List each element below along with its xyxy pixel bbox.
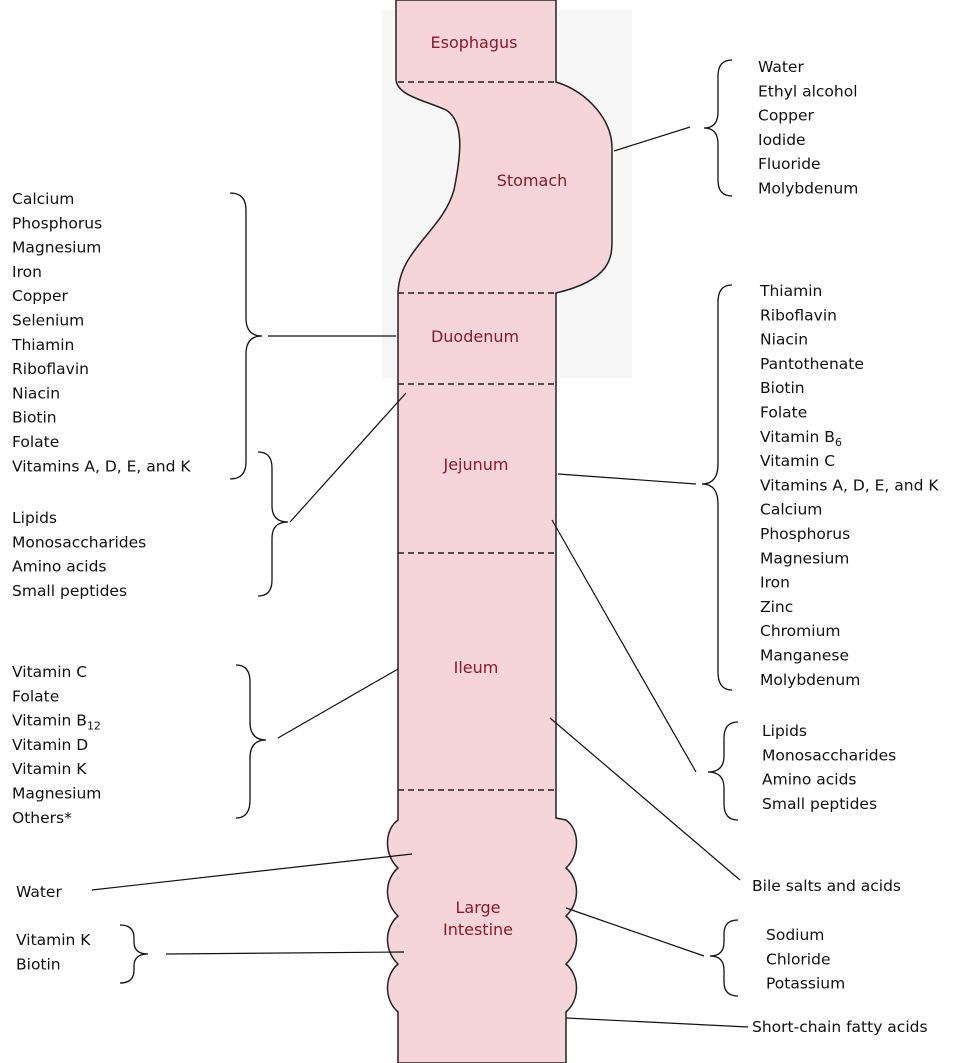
upper-macro-right-item: Monosaccharides xyxy=(762,746,896,764)
leader-upper-macro-right xyxy=(552,520,696,772)
large-left-vitamins-item: Vitamin K xyxy=(16,931,91,949)
nutrients-large-left-water-list: Water xyxy=(16,883,62,901)
jejunum-item: Niacin xyxy=(760,331,808,349)
nutrients-bile-list: Bile salts and acids xyxy=(752,877,901,895)
duodenum-item: Niacin xyxy=(12,384,60,402)
segment-label-jejunum: Jejunum xyxy=(442,455,508,474)
jejunum-item: Biotin xyxy=(760,379,805,397)
nutrients-large-left-vitamins-list: Vitamin K Biotin xyxy=(16,931,91,973)
brace-stomach xyxy=(704,60,732,196)
leader-large-vitamins xyxy=(166,952,404,954)
brace-large-vitamins xyxy=(120,925,148,983)
leader-large-water xyxy=(92,854,412,890)
nutrients-duodenum-list: CalciumPhosphorusMagnesiumIronCopperSele… xyxy=(11,190,191,475)
duodenum-item: Calcium xyxy=(12,190,74,208)
upper-macro-left-item: Small peptides xyxy=(12,582,127,600)
segment-label-stomach: Stomach xyxy=(497,171,568,190)
jejunum-item: Folate xyxy=(760,404,807,422)
jejunum-item: Chromium xyxy=(760,622,841,640)
jejunum-item: Manganese xyxy=(760,647,849,665)
duodenum-item: Folate xyxy=(12,433,59,451)
leader-jejunum xyxy=(558,474,696,484)
bile-item: Bile salts and acids xyxy=(752,877,901,895)
duodenum-item: Iron xyxy=(12,263,42,281)
ileum-item: Others* xyxy=(12,809,72,827)
duodenum-item: Copper xyxy=(12,287,69,305)
jejunum-item: Magnesium xyxy=(760,549,849,567)
large-left-water-item: Water xyxy=(16,883,62,901)
ileum-item: Magnesium xyxy=(12,785,101,803)
duodenum-item: Biotin xyxy=(12,409,57,427)
upper-macro-left-item: Lipids xyxy=(12,509,57,527)
jejunum-item: Vitamin B6 xyxy=(760,428,842,449)
segment-label-large-intestine-line2: Intestine xyxy=(443,920,513,939)
ileum-item: Folate xyxy=(12,687,59,705)
segment-label-large-intestine-line1: Large xyxy=(455,898,500,917)
stomach-item: Copper xyxy=(758,107,815,125)
large-left-vitamins-item: Biotin xyxy=(16,955,61,973)
leader-upper-macro-left xyxy=(290,393,406,522)
ileum-item: Vitamin C xyxy=(12,663,87,681)
electrolytes-item: Sodium xyxy=(766,926,824,944)
duodenum-item: Phosphorus xyxy=(12,214,102,232)
upper-macro-left-item: Monosaccharides xyxy=(12,533,146,551)
leader-electrolytes xyxy=(566,908,704,956)
stomach-item: Iodide xyxy=(758,131,806,149)
brace-duodenum xyxy=(230,193,262,479)
stomach-item: Ethyl alcohol xyxy=(758,82,858,100)
nutrients-scfa-list: Short-chain fatty acids xyxy=(752,1018,928,1036)
duodenum-item: Thiamin xyxy=(11,336,74,354)
segment-label-ileum: Ileum xyxy=(454,658,499,677)
segment-label-duodenum: Duodenum xyxy=(431,327,519,346)
jejunum-item: Phosphorus xyxy=(760,525,850,543)
leader-bile xyxy=(550,718,740,880)
duodenum-item: Vitamins A, D, E, and K xyxy=(12,457,191,475)
ileum-item: Vitamin B12 xyxy=(12,712,101,733)
electrolytes-item: Potassium xyxy=(766,975,845,993)
scfa-item: Short-chain fatty acids xyxy=(752,1018,928,1036)
brace-electrolytes xyxy=(710,920,738,996)
jejunum-item: Thiamin xyxy=(759,282,822,300)
jejunum-item: Vitamins A, D, E, and K xyxy=(760,476,939,494)
jejunum-item: Zinc xyxy=(760,598,793,616)
stomach-item: Water xyxy=(758,58,804,76)
jejunum-item: Calcium xyxy=(760,501,822,519)
jejunum-item: Iron xyxy=(760,574,790,592)
duodenum-item: Magnesium xyxy=(12,239,101,257)
stomach-item: Molybdenum xyxy=(758,180,858,198)
brace-upper-macro-left xyxy=(258,452,288,596)
brace-upper-macro-right xyxy=(708,722,738,820)
nutrients-jejunum-list: ThiaminRiboflavinNiacinPantothenateBioti… xyxy=(759,282,939,689)
ileum-item: Vitamin D xyxy=(12,736,88,754)
jejunum-item: Vitamin C xyxy=(760,452,835,470)
jejunum-item: Pantothenate xyxy=(760,355,864,373)
upper-macro-right-item: Small peptides xyxy=(762,795,877,813)
jejunum-item: Molybdenum xyxy=(760,671,860,689)
duodenum-item: Riboflavin xyxy=(12,360,89,378)
upper-macro-left-item: Amino acids xyxy=(12,558,106,576)
electrolytes-item: Chloride xyxy=(766,950,831,968)
stomach-item: Fluoride xyxy=(758,155,821,173)
leader-scfa xyxy=(566,1018,748,1027)
jejunum-item: Riboflavin xyxy=(760,306,837,324)
upper-macro-right-item: Lipids xyxy=(762,722,807,740)
brace-ileum xyxy=(236,665,266,818)
upper-macro-right-item: Amino acids xyxy=(762,771,856,789)
duodenum-item: Selenium xyxy=(12,312,84,330)
ileum-item: Vitamin K xyxy=(12,760,87,778)
segment-label-esophagus: Esophagus xyxy=(431,33,518,52)
leader-ileum xyxy=(278,669,398,738)
brace-jejunum xyxy=(702,285,732,690)
